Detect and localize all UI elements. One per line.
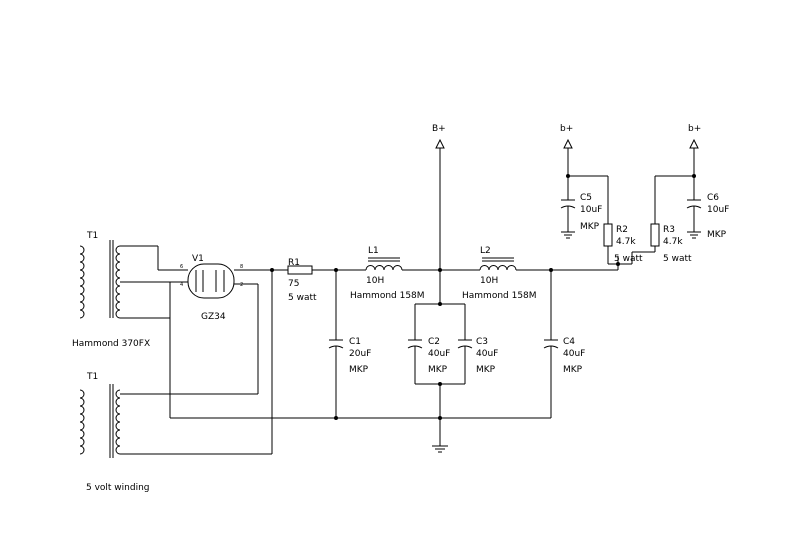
- capacitor-c5: [560, 174, 608, 232]
- l1-value: 10H: [366, 276, 384, 286]
- ground-icon: [432, 445, 448, 453]
- supply-arrow-icon: [689, 138, 699, 176]
- r2-ref: R2: [616, 225, 628, 235]
- supply-arrow-icon: [563, 138, 573, 176]
- supply-arrow-icon: [435, 138, 445, 270]
- r1-ref: R1: [288, 258, 300, 268]
- l1-part: Hammond 158M: [350, 291, 425, 301]
- tube-type: GZ34: [201, 312, 226, 322]
- transformer-t1b-label: 5 volt winding: [86, 483, 150, 493]
- c3-ref: C3: [476, 337, 488, 347]
- c2-value: 40uF: [428, 349, 450, 359]
- rectifier-tube-v1: [157, 246, 272, 418]
- capacitor-c6: [655, 174, 702, 232]
- ground-bus: [170, 416, 551, 420]
- supply-b2-label: b+: [688, 124, 701, 134]
- r2-value: 4.7k: [616, 237, 636, 247]
- transformer-t1-label: Hammond 370FX: [72, 339, 150, 349]
- inductor-l2: [479, 257, 517, 271]
- main-supply-label: B+: [432, 124, 446, 134]
- c1-value: 20uF: [349, 349, 371, 359]
- r2-rating: 5 watt: [614, 254, 643, 264]
- c4-type: MKP: [563, 365, 583, 375]
- main-supply-wires: [270, 268, 618, 454]
- ground-icon: [561, 231, 575, 239]
- inductor-l1: [365, 257, 403, 271]
- tube-pin-4: 4: [180, 282, 183, 288]
- transformer-t1-high-voltage: [79, 240, 170, 319]
- l2-part: Hammond 158M: [462, 291, 537, 301]
- c6-value: 10uF: [707, 205, 729, 215]
- resistor-r2: [603, 176, 613, 264]
- c6-ref: C6: [707, 193, 719, 203]
- c5-type: MKP: [580, 222, 600, 232]
- l1-ref: L1: [368, 246, 379, 256]
- capacitor-bank-c2-c3: [407, 270, 473, 446]
- transformer-t1b-ref: T1: [86, 372, 98, 382]
- r3-ref: R3: [663, 225, 675, 235]
- c5-value: 10uF: [580, 205, 602, 215]
- c2-type: MKP: [428, 365, 448, 375]
- c1-type: MKP: [349, 365, 369, 375]
- r1-value: 75: [288, 279, 299, 289]
- capacitor-c4: [543, 270, 559, 418]
- c6-type: MKP: [707, 230, 727, 240]
- transformer-t1-filament: [79, 384, 272, 458]
- r1-rating: 5 watt: [288, 293, 317, 303]
- c4-ref: C4: [563, 337, 575, 347]
- tube-pin-8: 8: [240, 264, 243, 270]
- c3-type: MKP: [476, 365, 496, 375]
- supply-b1-label: b+: [560, 124, 573, 134]
- r3-value: 4.7k: [663, 237, 683, 247]
- tube-pin-2: 2: [240, 282, 243, 288]
- c3-value: 40uF: [476, 349, 498, 359]
- resistor-r1: [287, 265, 313, 275]
- l2-ref: L2: [480, 246, 491, 256]
- resistor-r3: [650, 176, 660, 252]
- c2-ref: C2: [428, 337, 440, 347]
- branch-wires: [608, 251, 655, 270]
- tube-ref: V1: [192, 254, 204, 264]
- tube-pin-6: 6: [180, 264, 183, 270]
- c5-ref: C5: [580, 193, 592, 203]
- capacitor-c1: [328, 270, 344, 418]
- transformer-t1-ref: T1: [86, 231, 98, 241]
- r3-rating: 5 watt: [663, 254, 692, 264]
- ground-icon: [687, 231, 701, 239]
- l2-value: 10H: [480, 276, 498, 286]
- c4-value: 40uF: [563, 349, 585, 359]
- c1-ref: C1: [349, 337, 361, 347]
